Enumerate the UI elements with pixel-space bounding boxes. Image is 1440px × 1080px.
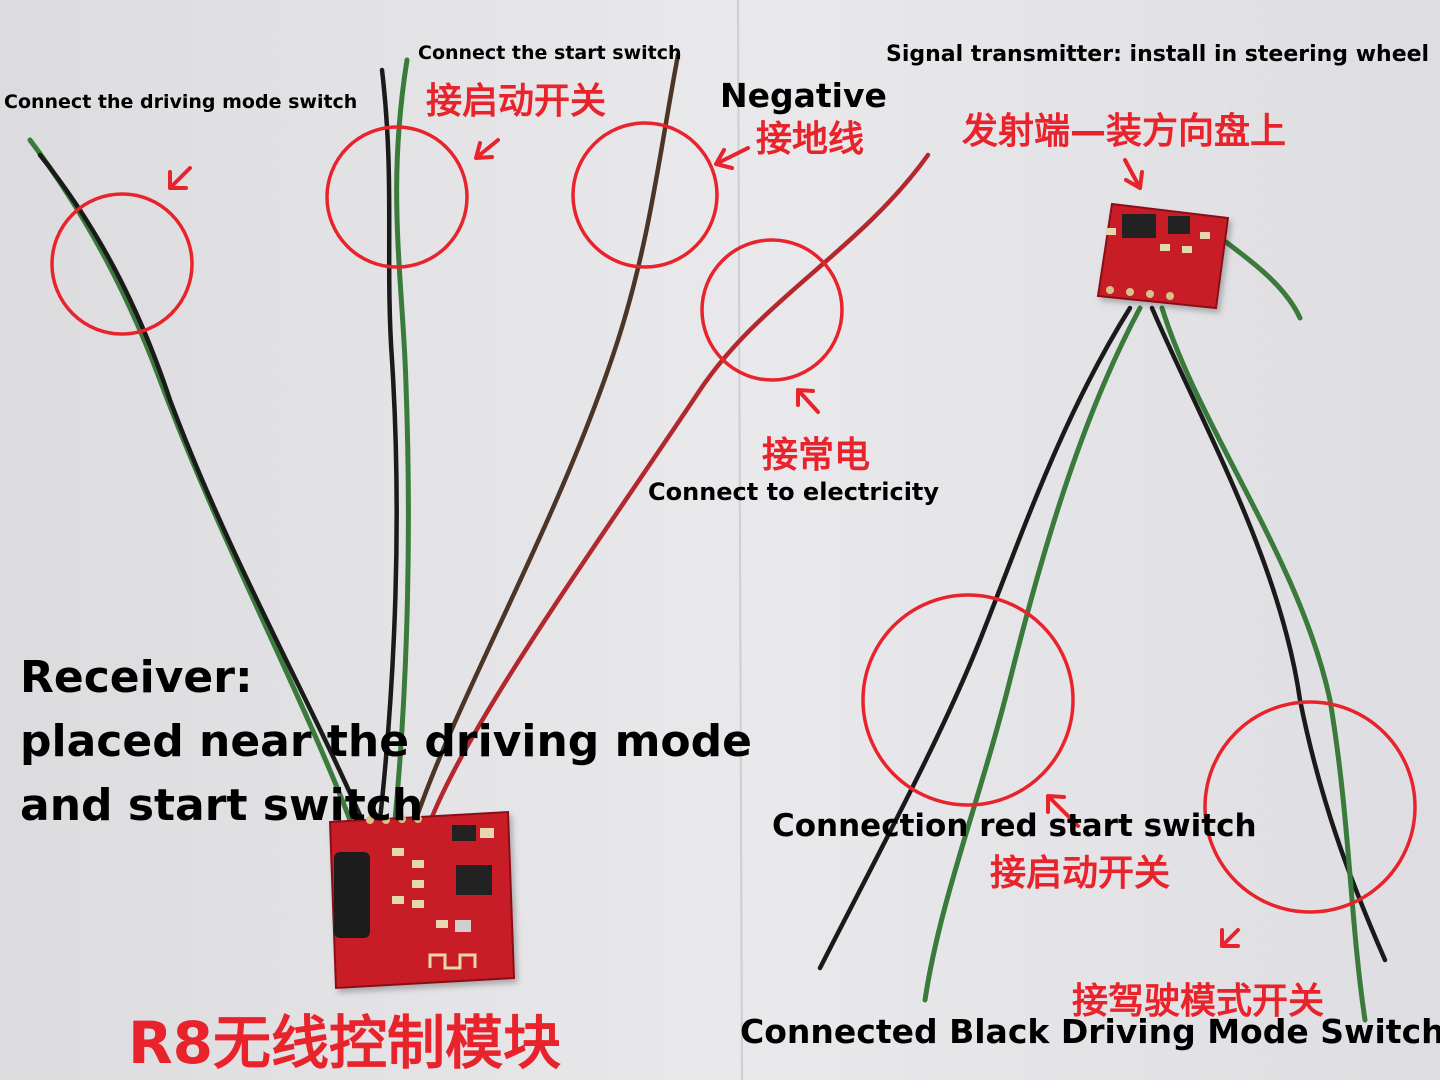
label-signal-transmitter: Signal transmitter: install in steering … — [886, 42, 1430, 67]
transmitter-chip-small — [1168, 216, 1190, 234]
wire-black-top-left — [377, 67, 399, 823]
tx-wire-green-antenna — [1215, 233, 1303, 321]
wire-brown — [412, 52, 681, 825]
label-receiver-line1: Receiver: — [20, 652, 253, 703]
receiver-antenna-coil — [334, 852, 370, 938]
paper-seam — [737, 0, 743, 1080]
tx-wire-green-1 — [922, 305, 1143, 1003]
cn-constant-power: 接常电 — [762, 435, 871, 476]
label-connection-red-start-switch: Connection red start switch — [772, 808, 1257, 844]
wire-green-top-left — [392, 57, 411, 823]
label-connected-black-driving-mode-switch: Connected Black Driving Mode Switch — [740, 1012, 1440, 1051]
cn-transmitter-on-wheel: 发射端—装方向盘上 — [962, 111, 1287, 152]
arrow-ground — [714, 146, 750, 170]
receiver-chip — [456, 865, 492, 895]
circle-tx-driving-mode — [1203, 700, 1417, 914]
receiver-pcb — [328, 810, 516, 990]
annotation-arrows — [168, 138, 1240, 948]
tx-wire-green-2 — [1159, 305, 1368, 1023]
circle-start-switch-wires — [325, 125, 469, 269]
cn-start-switch-right: 接启动开关 — [990, 853, 1171, 894]
label-receiver-line3: and start switch — [20, 780, 424, 831]
receiver-chip-small — [452, 825, 476, 841]
transmitter-wires — [817, 233, 1388, 1023]
circle-driving-mode-wires — [50, 192, 194, 336]
label-connect-start-switch: Connect the start switch — [418, 42, 682, 64]
arrow-power — [796, 388, 820, 414]
cn-ground-wire: 接地线 — [756, 119, 865, 160]
label-receiver-line2: placed near the driving mode — [20, 716, 752, 767]
arrow-tx-start-switch — [1046, 794, 1080, 828]
wire-black-far-left — [37, 152, 365, 823]
arrow-tx-driving-mode — [1220, 928, 1240, 948]
label-connect-driving-mode-switch: Connect the driving mode switch — [4, 91, 358, 113]
tx-wire-black-1 — [817, 305, 1133, 971]
circle-power-wire — [700, 238, 844, 382]
wire-red — [427, 152, 931, 825]
circle-ground-wire — [571, 121, 719, 269]
label-connect-to-electricity: Connect to electricity — [648, 478, 940, 506]
arrow-start-switch — [474, 138, 500, 160]
cn-module-title: R8无线控制模块 — [128, 1009, 562, 1077]
cn-start-switch-top: 接启动开关 — [426, 81, 607, 122]
receiver-wires — [27, 52, 931, 825]
cn-driving-mode-switch: 接驾驶模式开关 — [1072, 981, 1325, 1022]
transmitter-pcb — [1096, 202, 1230, 310]
circle-tx-start-switch — [861, 593, 1075, 807]
label-negative: Negative — [720, 76, 887, 115]
annotation-circles — [50, 121, 1417, 914]
arrow-driving-mode — [168, 166, 192, 190]
transmitter-chip — [1122, 214, 1156, 238]
arrow-transmitter — [1123, 158, 1144, 190]
